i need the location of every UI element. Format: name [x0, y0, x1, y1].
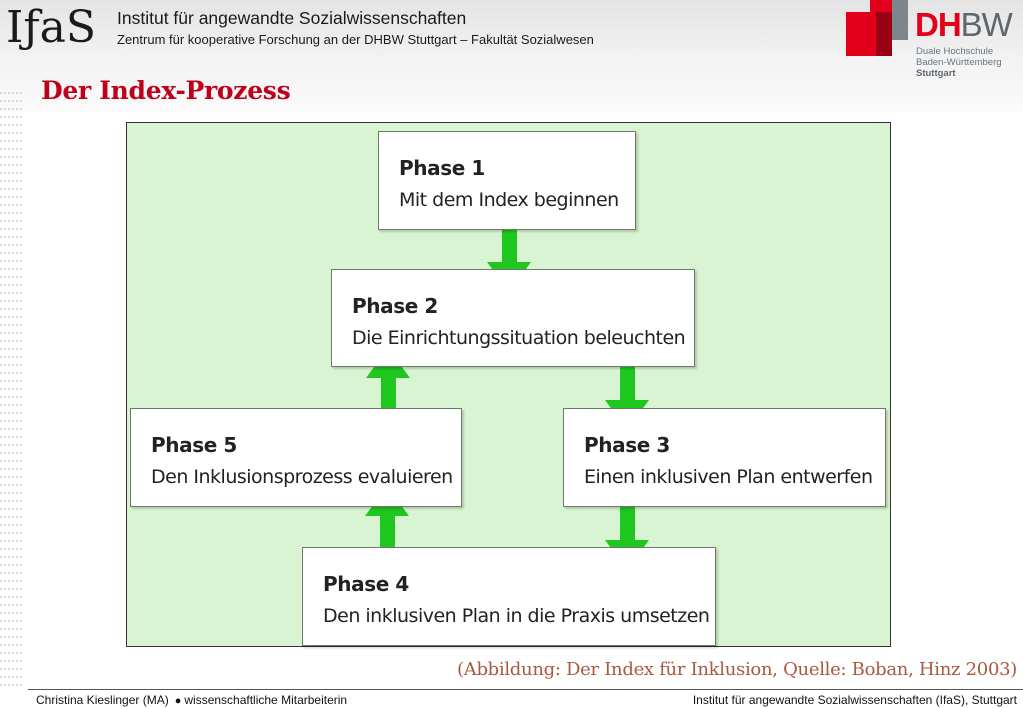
dhbw-subtitle: Duale Hochschule Baden-Württemberg Stutt…: [916, 46, 1002, 79]
phase-2-title: Phase 2: [352, 294, 438, 318]
phase-5-description: Den Inklusionsprozess evaluieren: [151, 466, 453, 488]
dhbw-wordmark: DHBW: [915, 6, 1013, 44]
footer-institution: Institut für angewandte Sozialwissenscha…: [692, 693, 1017, 707]
footer-author-name: Christina Kieslinger (MA): [36, 693, 169, 707]
institute-subtitle: Zentrum für kooperative Forschung an der…: [117, 32, 594, 47]
phase-2-description: Die Einrichtungssituation beleuchten: [352, 327, 686, 349]
ifas-logo: IƒaS: [6, 4, 110, 52]
phase-3-description: Einen inklusiven Plan entwerfen: [584, 466, 873, 488]
dhbw-subtitle-city: Stuttgart: [916, 68, 956, 79]
phase-1-title: Phase 1: [399, 156, 485, 180]
footer-divider: [28, 689, 1023, 690]
phase-2-box: Phase 2 Die Einrichtungssituation beleuc…: [331, 269, 695, 367]
ifas-logo-text: IƒaS: [6, 2, 97, 53]
bullet-icon: ●: [174, 695, 182, 707]
phase-5-title: Phase 5: [151, 433, 237, 457]
phase-3-title: Phase 3: [584, 433, 670, 457]
dhbw-wordmark-bw: BW: [960, 6, 1013, 43]
footer-author-role: wissenschaftliche Mitarbeiterin: [184, 693, 348, 707]
footer-author: Christina Kieslinger (MA) ●wissenschaftli…: [36, 693, 347, 707]
dhbw-subtitle-line1: Duale Hochschule: [916, 46, 994, 57]
phase-3-box: Phase 3 Einen inklusiven Plan entwerfen: [563, 408, 886, 507]
phase-5-box: Phase 5 Den Inklusionsprozess evaluieren: [130, 408, 462, 507]
phase-4-title: Phase 4: [323, 572, 409, 596]
phase-1-description: Mit dem Index beginnen: [399, 189, 619, 211]
dhbw-wordmark-dh: DH: [915, 6, 962, 43]
side-decoration: [0, 92, 22, 688]
phase-4-description: Den inklusiven Plan in die Praxis umsetz…: [323, 605, 710, 627]
figure-caption: (Abbildung: Der Index für Inklusion, Que…: [457, 659, 1017, 680]
phase-1-box: Phase 1 Mit dem Index beginnen: [378, 131, 636, 230]
phase-4-box: Phase 4 Den inklusiven Plan in die Praxi…: [302, 547, 716, 646]
dhbw-subtitle-line2: Baden-Württemberg: [916, 57, 1002, 68]
dhbw-logo-mark-icon: [846, 0, 908, 56]
institute-name: Institut für angewandte Sozialwissenscha…: [117, 8, 467, 28]
page-title: Der Index-Prozess: [41, 76, 291, 105]
